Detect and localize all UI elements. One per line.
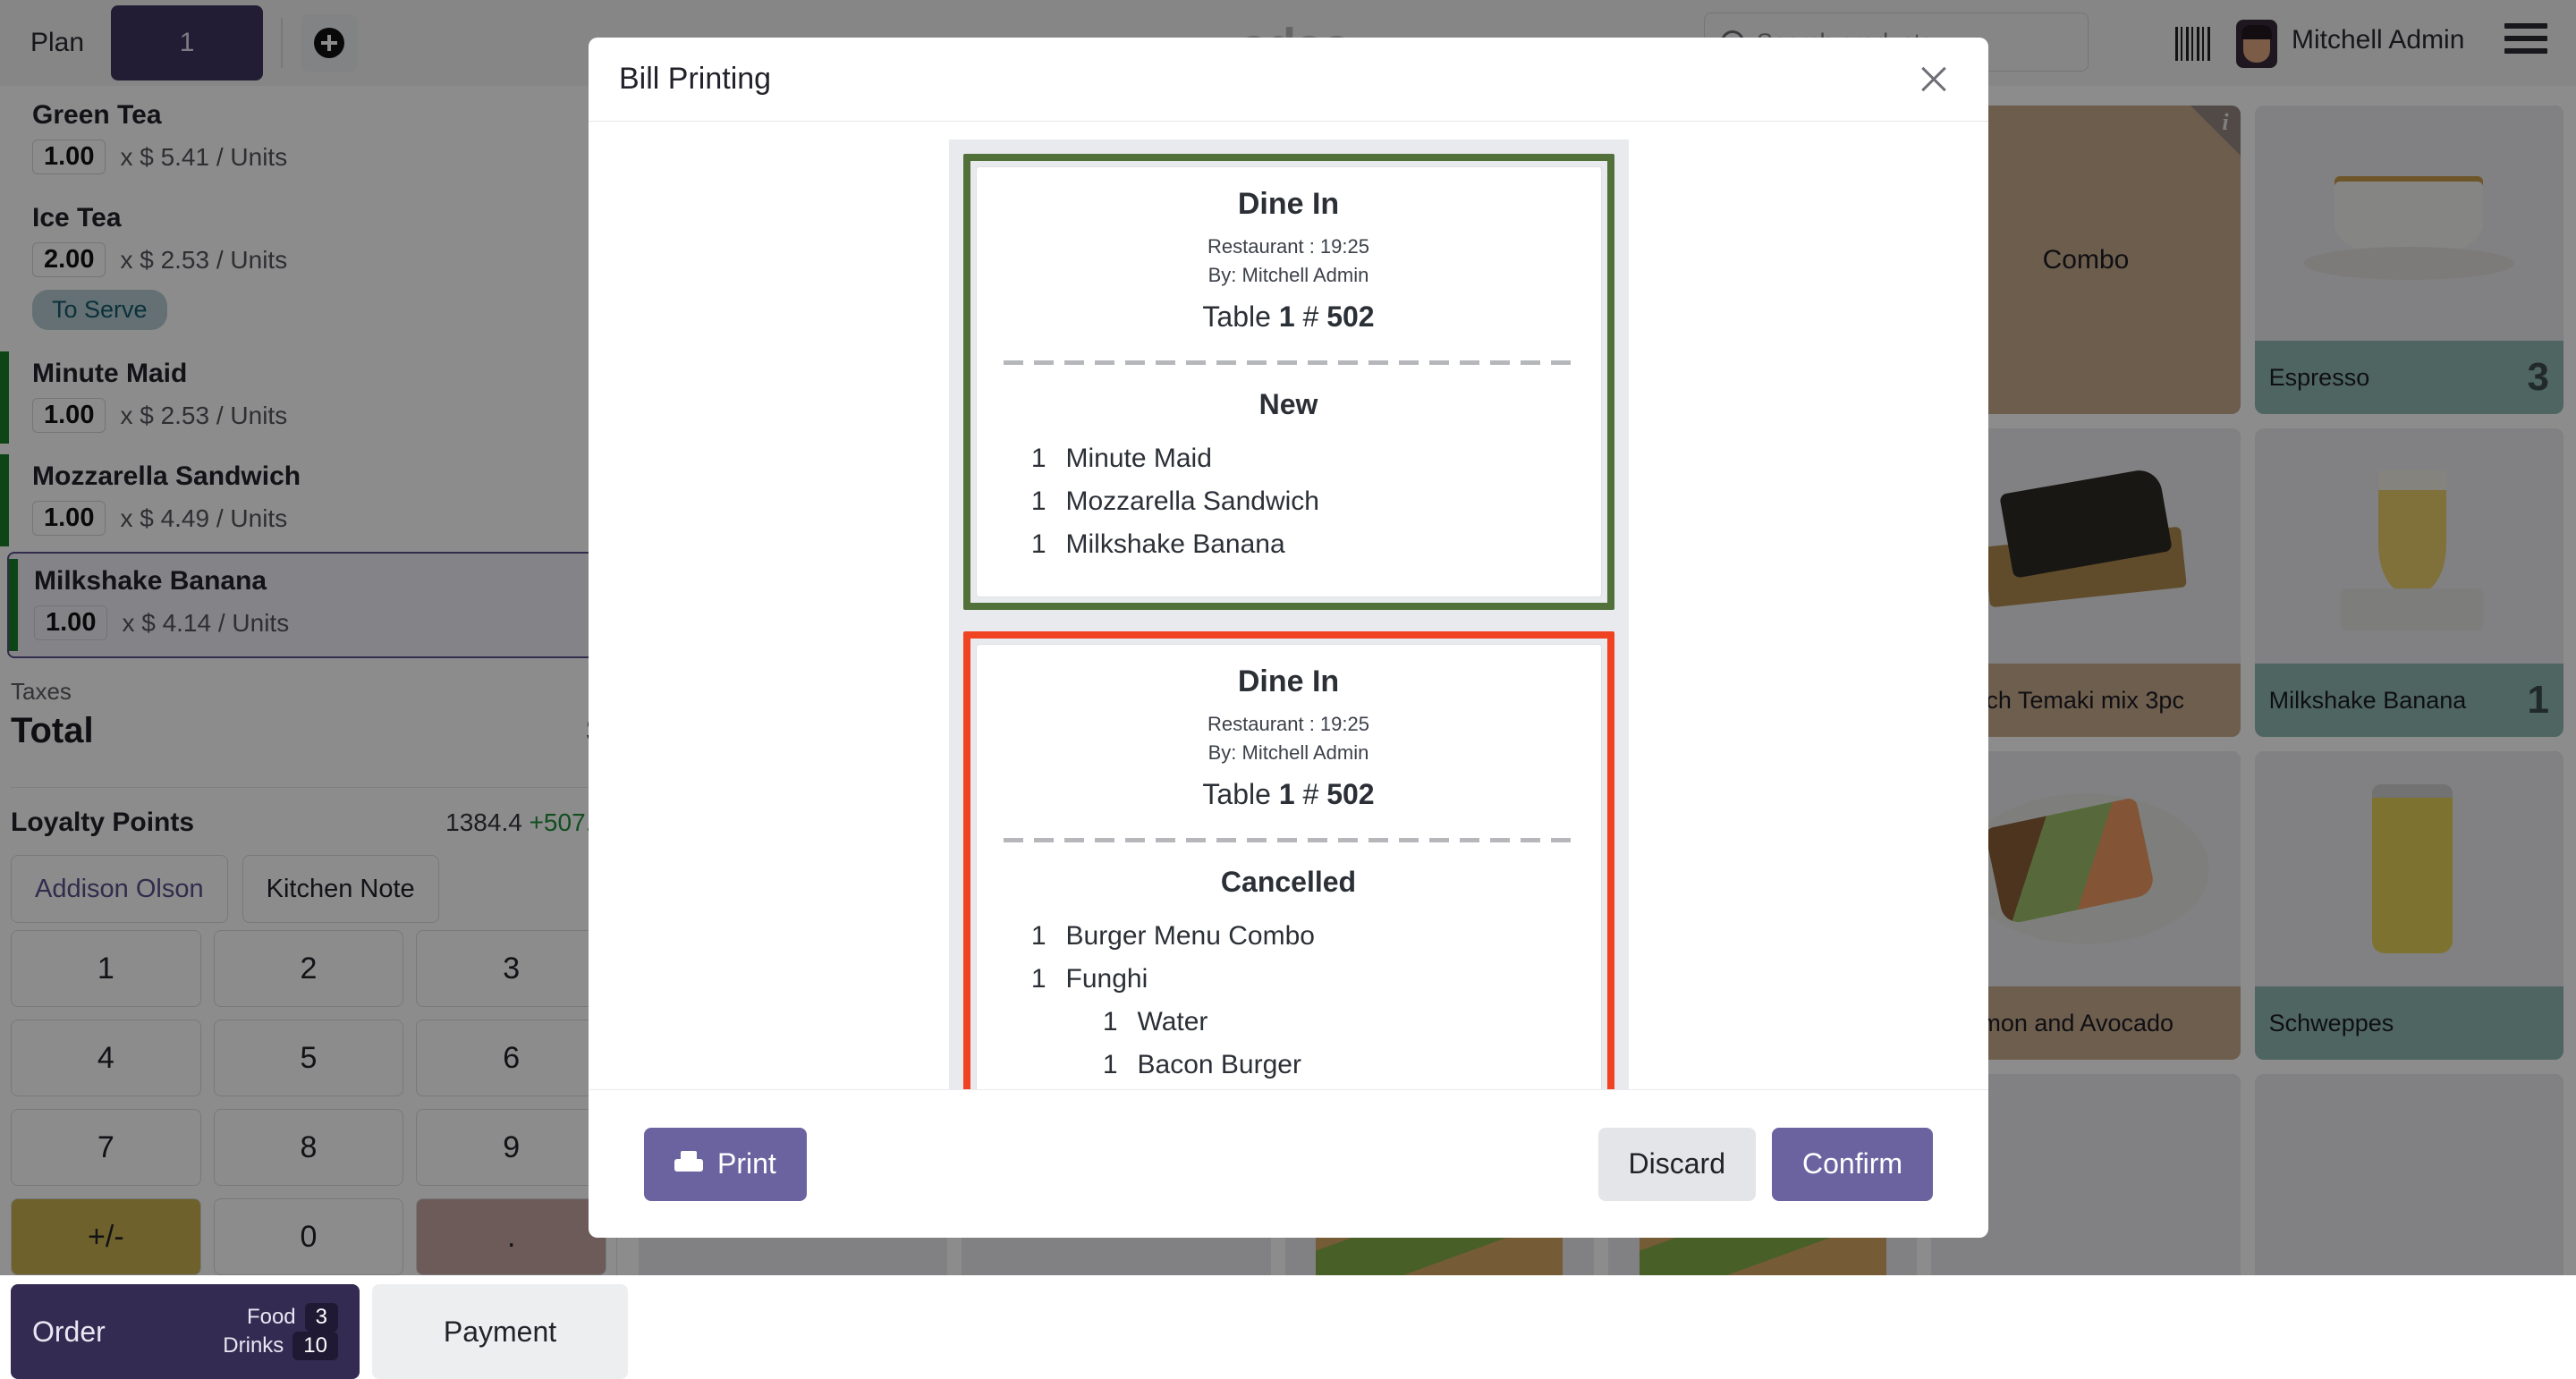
order-course-counts: Food 3 Drinks 10 bbox=[223, 1303, 338, 1360]
receipt-item-name: Mozzarella Sandwich bbox=[1046, 486, 1319, 517]
receipt-item-qty: 1 bbox=[1000, 964, 1046, 994]
drinks-label: Drinks bbox=[223, 1333, 284, 1358]
print-button-label: Print bbox=[717, 1147, 776, 1180]
receipt-table-line: Table 1 # 502 bbox=[1000, 778, 1578, 811]
receipt-divider bbox=[1004, 360, 1574, 365]
receipt-divider bbox=[1004, 838, 1574, 842]
receipt-item-name: Funghi bbox=[1046, 964, 1148, 994]
order-button-label: Order bbox=[32, 1316, 106, 1349]
printer-icon bbox=[674, 1151, 703, 1178]
receipt-table-line: Table 1 # 502 bbox=[1000, 300, 1578, 334]
receipt-item-qty: 1 bbox=[1000, 529, 1046, 560]
receipt-item-qty: 1 bbox=[1000, 444, 1046, 474]
receipt-item-qty: 1 bbox=[1072, 1007, 1118, 1037]
order-actions-bar: Order Food 3 Drinks 10 Payment bbox=[11, 1284, 628, 1379]
receipt-item-name: Minute Maid bbox=[1046, 444, 1212, 474]
dialog-footer: Print Discard Confirm bbox=[589, 1089, 1988, 1238]
receipt-item-name: Burger Menu Combo bbox=[1046, 921, 1315, 952]
receipt-cashier-line: By: Mitchell Admin bbox=[1000, 261, 1578, 290]
receipt-order-type: Dine In bbox=[1000, 664, 1578, 699]
receipt-item-qty: 1 bbox=[1000, 486, 1046, 517]
confirm-button[interactable]: Confirm bbox=[1772, 1128, 1933, 1201]
page-title: Bill Printing bbox=[619, 62, 771, 97]
dialog-header: Bill Printing bbox=[589, 38, 1988, 122]
food-label: Food bbox=[247, 1305, 296, 1329]
receipt-order-type: Dine In bbox=[1000, 187, 1578, 222]
drinks-count: 10 bbox=[292, 1332, 338, 1360]
order-button[interactable]: Order Food 3 Drinks 10 bbox=[11, 1284, 360, 1379]
receipt-item-name: Bacon Burger bbox=[1118, 1050, 1301, 1080]
discard-button[interactable]: Discard bbox=[1598, 1128, 1756, 1201]
receipt-section-title: New bbox=[1000, 388, 1578, 421]
receipt-cashier-line: By: Mitchell Admin bbox=[1000, 739, 1578, 767]
receipt-item-name: Milkshake Banana bbox=[1046, 529, 1285, 560]
receipt-item-qty: 1 bbox=[1072, 1050, 1118, 1080]
receipt-item-name: Water bbox=[1118, 1007, 1208, 1037]
print-button[interactable]: Print bbox=[644, 1128, 807, 1201]
food-count: 3 bbox=[305, 1303, 338, 1332]
receipt-restaurant-line: Restaurant : 19:25 bbox=[1000, 233, 1578, 261]
receipt-item-qty: 1 bbox=[1000, 921, 1046, 952]
close-icon[interactable] bbox=[1910, 55, 1958, 104]
receipt-section-title: Cancelled bbox=[1000, 866, 1578, 899]
receipt-item-note: - Belgian fresh homemade fries bbox=[1000, 1087, 1578, 1089]
receipt-restaurant-line: Restaurant : 19:25 bbox=[1000, 710, 1578, 739]
payment-button[interactable]: Payment bbox=[372, 1284, 628, 1379]
